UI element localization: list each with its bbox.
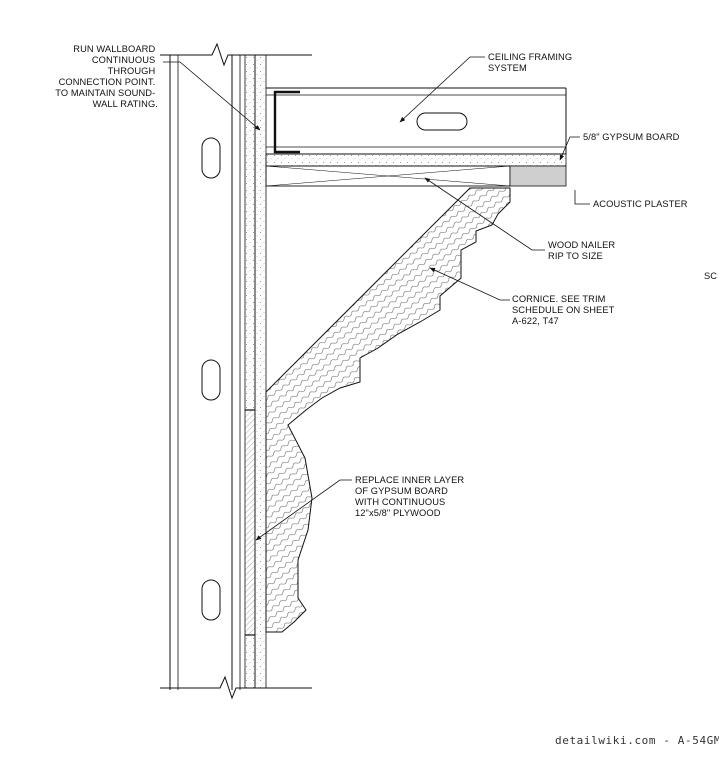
note-wood-nailer: WOOD NAILER RIP TO SIZE xyxy=(548,240,618,261)
ceiling-framing xyxy=(266,87,567,155)
note-plywood: REPLACE INNER LAYER OF GYPSUM BOARD WITH… xyxy=(355,475,467,518)
acoustic-plaster xyxy=(509,165,567,187)
ceiling-gypsum-board xyxy=(265,153,567,167)
wall-gypsum-layers xyxy=(244,54,267,689)
note-ceiling-framing: CEILING FRAMING SYSTEM xyxy=(488,52,575,73)
note-gypsum-board: 5/8" GYPSUM BOARD xyxy=(583,132,680,142)
wood-nailer xyxy=(265,165,511,187)
break-line-bottom xyxy=(160,675,312,700)
leader-lines xyxy=(163,56,590,541)
note-run-wallboard: RUN WALLBOARD CONTINUOUS THROUGH CONNECT… xyxy=(55,44,158,109)
watermark: detailwiki.com - A-54GMY xyxy=(555,734,719,747)
note-cornice: CORNICE. SEE TRIM SCHEDULE ON SHEET A-62… xyxy=(512,294,617,326)
steel-stud xyxy=(169,55,241,690)
note-edge-fragment: SC xyxy=(704,271,717,281)
note-acoustic-plaster: ACOUSTIC PLASTER xyxy=(593,199,688,209)
break-line-top xyxy=(160,42,312,67)
cornice xyxy=(265,187,511,633)
